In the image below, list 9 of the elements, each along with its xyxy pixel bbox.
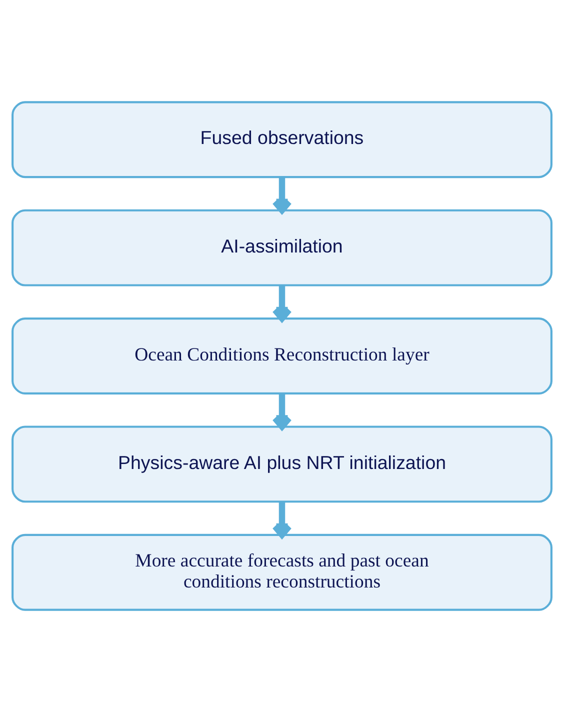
node-box: Ocean Conditions Reconstruction layer — [12, 317, 552, 394]
node-box: Fused observations — [12, 100, 552, 178]
arrow — [272, 393, 292, 430]
node-box: More accurate forecasts and past ocean conditions reconstructions — [12, 533, 552, 610]
node-box: AI-assimilation — [12, 208, 552, 286]
arrow — [272, 176, 292, 213]
arrow — [272, 501, 292, 538]
arrow — [272, 284, 292, 321]
node-box: Physics-aware AI plus NRT initialization — [12, 425, 552, 502]
